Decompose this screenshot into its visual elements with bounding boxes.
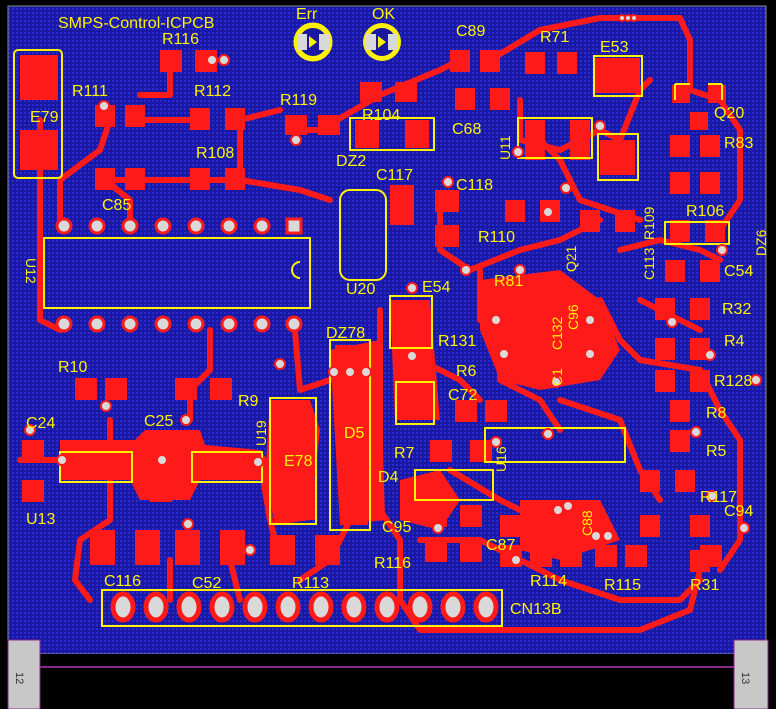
ref-u19: U19 [253,420,269,446]
ref-u12: U12 [23,258,39,284]
ref-r4: R4 [724,333,745,350]
ref-d4: D4 [378,469,399,486]
ref-c113: C113 [641,247,657,280]
svg-text:12: 12 [13,672,25,684]
ref-r31: R31 [690,577,719,594]
led-ok [363,23,401,61]
ref-u20: U20 [346,281,375,298]
led-ok-label: OK [372,6,395,23]
ref-q21: Q21 [563,245,579,272]
led-err-label: Err [296,6,318,23]
ref-u11: U11 [497,135,513,160]
ref-c116: C116 [104,573,141,590]
ref-r71: R71 [540,29,569,46]
ref-c96: C96 [565,304,581,330]
ref-r115: R115 [604,577,641,594]
ref-r128: R128 [714,373,752,390]
ref-c132: C132 [549,316,565,350]
ref-e54: E54 [422,279,451,296]
ref-c88: C88 [579,510,595,536]
ref-c95: C95 [382,519,411,536]
ref-r5: R5 [706,443,727,460]
ref-e78: E78 [284,453,313,470]
ref-c68: C68 [452,121,481,138]
ref-c52: C52 [192,575,221,592]
ref-dz6: DZ6 [753,229,769,256]
ref-r83: R83 [724,135,753,152]
ref-c118: C118 [456,177,493,194]
ref-e53: E53 [600,39,629,56]
ref-c1: C1 [549,368,565,386]
ref-r104: R104 [362,107,400,124]
ref-r106: R106 [686,203,724,220]
ref-r7: R7 [394,445,415,462]
ref-r112: R112 [194,83,231,100]
ref-c117: C117 [376,167,413,184]
ref-dz78: DZ78 [326,325,365,342]
vias [24,14,762,566]
smd-pads [20,50,726,572]
ref-r81: R81 [494,273,523,290]
through-hole-pads [55,217,499,623]
ref-r108: R108 [196,145,234,162]
ref-r111: R111 [72,83,108,100]
svg-text:13: 13 [739,672,751,684]
ref-c54: C54 [724,263,753,280]
silkscreen [13,49,730,627]
ref-r114: R114 [530,573,567,590]
ref-r116-top: R116 [162,31,199,48]
board-title: SMPS-Control-ICPCB [58,15,214,32]
led-err [293,22,333,62]
board-edge-strip [40,654,734,709]
ref-u16: U16 [493,446,509,472]
ref-r110: R110 [478,229,515,246]
ref-e79: E79 [30,109,59,126]
ref-r10: R10 [58,359,87,376]
ref-r9: R9 [238,393,259,410]
ref-q20: Q20 [714,105,744,122]
ref-r116-bottom: R116 [374,555,411,572]
ref-u13: U13 [26,511,55,528]
ref-r8: R8 [706,405,727,422]
ref-r117: R117 [700,489,737,506]
ref-dz2: DZ2 [336,153,366,170]
ref-cn13b: CN13B [510,601,562,618]
ref-r131: R131 [438,333,476,350]
ref-r32: R32 [722,301,751,318]
ref-c72: C72 [448,387,477,404]
ref-r113: R113 [292,575,329,592]
ref-c24: C24 [26,415,55,432]
ref-c94: C94 [724,503,753,520]
component-labels: R116 R111 R112 E79 R108 C85 R119 R104 DZ… [23,23,769,618]
ref-c85: C85 [102,197,131,214]
ref-r119: R119 [280,92,317,109]
ref-r109: R109 [641,206,657,240]
mount-tab-left: 12 [7,639,41,709]
ref-d5: D5 [344,425,365,442]
ref-c25: C25 [144,413,173,430]
mount-tab-right: 13 [733,639,769,709]
ref-c87: C87 [486,537,515,554]
ref-r6: R6 [456,363,477,380]
ref-c89: C89 [456,23,485,40]
